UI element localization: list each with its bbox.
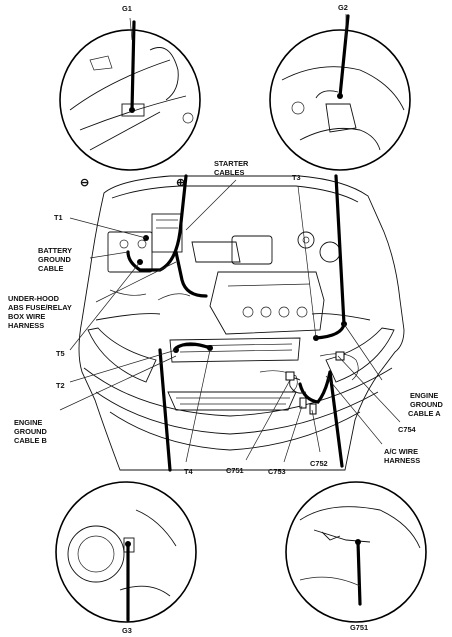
label-g751: G751 (350, 623, 368, 632)
label-minus: ⊖ (80, 177, 89, 189)
label-c753: C753 (268, 467, 286, 476)
label-g2: G2 (338, 3, 348, 12)
label-battery-3: CABLE (38, 264, 64, 273)
label-egb-3: CABLE B (14, 436, 47, 445)
callout-labels: G1 G2 STARTER CABLES ⊖ ⊕ T1 T3 BATTERY G… (8, 3, 444, 635)
label-starter-1: STARTER (214, 159, 249, 168)
label-c752: C752 (310, 459, 328, 468)
label-t2: T2 (56, 381, 65, 390)
label-c754: C754 (398, 425, 417, 434)
label-plus: ⊕ (176, 177, 185, 189)
g3-detail (55, 481, 197, 623)
g1-detail (59, 20, 201, 171)
leader-lines (59, 14, 401, 463)
label-t1: T1 (54, 213, 63, 222)
label-g3: G3 (122, 626, 132, 635)
label-g1: G1 (122, 4, 132, 13)
label-egb-1: ENGINE (14, 418, 42, 427)
c752-connector (309, 403, 317, 415)
label-uh-1: UNDER-HOOD (8, 294, 60, 303)
label-ac-2: HARNESS (384, 456, 420, 465)
label-t3: T3 (292, 173, 301, 182)
c751-connector (285, 371, 295, 381)
c754-connector (335, 351, 345, 361)
g2-detail (269, 14, 411, 171)
label-c751: C751 (226, 466, 244, 475)
label-uh-3: BOX WIRE (8, 312, 45, 321)
label-ega-3: CABLE A (408, 409, 441, 418)
label-t4: T4 (184, 467, 194, 476)
label-starter-2: CABLES (214, 168, 244, 177)
t4-terminal (207, 345, 213, 351)
c753-connector (299, 397, 307, 409)
label-uh-2: ABS FUSE/RELAY (8, 303, 72, 312)
label-uh-4: HARNESS (8, 321, 44, 330)
car-body (78, 175, 405, 471)
label-ac-1: A/C WIRE (384, 447, 418, 456)
label-battery-1: BATTERY (38, 246, 72, 255)
label-egb-2: GROUND (14, 427, 48, 436)
label-battery-2: GROUND (38, 255, 72, 264)
label-ega-1: ENGINE (410, 391, 438, 400)
g751-detail (285, 481, 427, 623)
label-t5: T5 (56, 349, 65, 358)
engine-bay (107, 213, 359, 393)
label-ega-2: GROUND (410, 400, 444, 409)
